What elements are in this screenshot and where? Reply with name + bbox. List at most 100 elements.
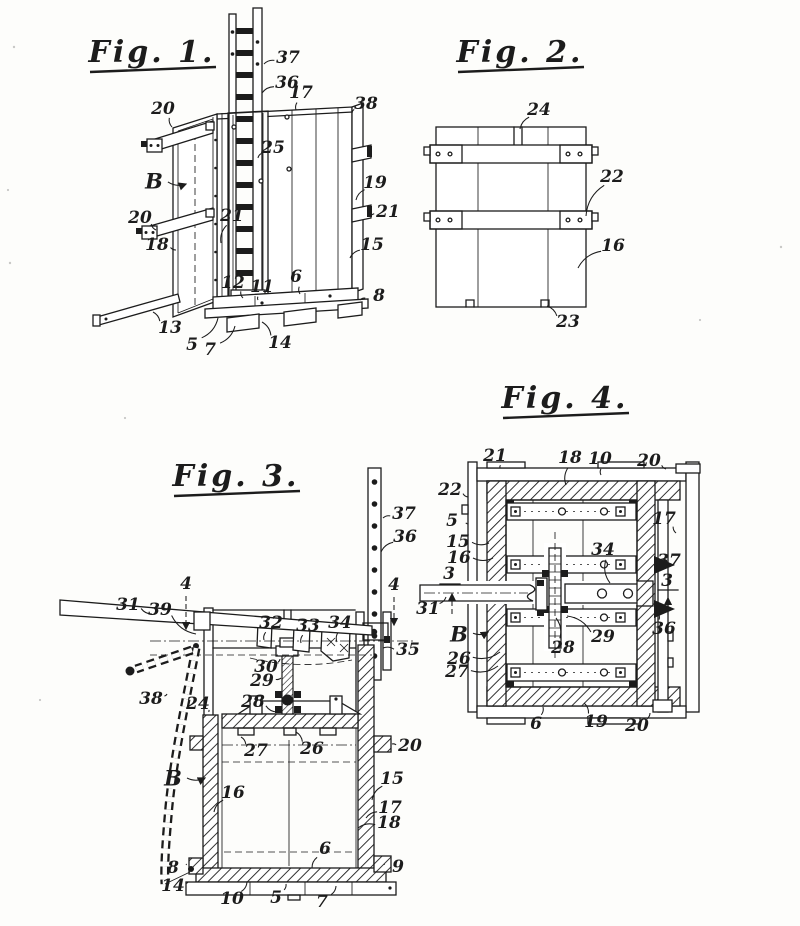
leader-line: [566, 615, 592, 633]
leader-line: [167, 181, 188, 191]
ref-numeral-20: 20: [150, 99, 175, 119]
ref-numeral-34: 34: [591, 540, 615, 560]
leader-line: [213, 799, 224, 813]
fig1-right-lugs: [351, 144, 372, 223]
leader-line: [439, 596, 447, 604]
fig2-side-panel: [423, 126, 599, 308]
ref-numeral-21: 21: [375, 202, 400, 222]
ref-numeral-28: 28: [550, 638, 575, 658]
ref-numeral-33: 33: [296, 616, 320, 636]
ref-numeral-14: 14: [268, 333, 292, 353]
figure-title: Fig. 4.: [501, 381, 629, 416]
ref-numeral-5: 5: [446, 511, 458, 531]
leader-line: [201, 317, 219, 339]
leader-line: [546, 305, 558, 317]
ref-numeral-17: 17: [652, 509, 676, 529]
ref-numeral-3: 3: [443, 564, 455, 584]
leader-line: [330, 885, 337, 895]
ref-numeral-31: 31: [116, 595, 140, 615]
leader-line: [152, 311, 161, 322]
ref-numeral-27: 27: [444, 662, 469, 682]
ref-numeral-22: 22: [599, 167, 624, 187]
leader-line: [300, 634, 304, 644]
leader-line: [263, 59, 275, 65]
ref-numeral-37: 37: [276, 48, 300, 68]
ref-numeral-18: 18: [558, 448, 582, 468]
ref-numeral-14: 14: [161, 876, 185, 896]
ref-numeral-10: 10: [220, 889, 244, 909]
leader-line: [540, 706, 544, 716]
leader-line: [298, 286, 301, 295]
leader-line: [349, 249, 361, 259]
leader-line: [220, 224, 228, 244]
leader-line: [351, 108, 355, 114]
leader-line: [240, 736, 247, 745]
ref-numeral-17: 17: [378, 798, 402, 818]
leader-line: [391, 743, 397, 746]
fig3-screw: [275, 637, 301, 715]
ref-numeral-35: 35: [396, 640, 420, 660]
ref-numeral-10: 10: [588, 449, 612, 469]
leader-line: [219, 325, 236, 344]
ref-numeral-31: 31: [416, 599, 440, 619]
leader-line: [365, 811, 378, 819]
leader-line: [471, 541, 490, 546]
ref-numeral-6: 6: [530, 714, 542, 734]
leader-line: [240, 291, 244, 299]
leader-line: [261, 86, 275, 94]
figure-title-underline: [457, 65, 585, 74]
leader-line: [655, 564, 658, 567]
leader-line: [295, 102, 298, 111]
ref-numeral-30: 30: [254, 657, 278, 677]
leader-line: [472, 651, 501, 660]
ref-numeral-20: 20: [624, 716, 649, 736]
ref-numeral-6: 6: [290, 267, 302, 287]
ref-numeral-24: 24: [526, 100, 551, 120]
leader-line: [357, 823, 376, 829]
ref-numeral-26: 26: [446, 649, 471, 669]
leader-line: [355, 189, 365, 201]
figure-title-underline: [173, 489, 301, 498]
leader-line: [499, 464, 501, 469]
ref-numeral-21: 21: [219, 206, 244, 226]
paper-specks: [6, 45, 783, 702]
ref-numeral-36: 36: [652, 619, 676, 639]
ref-numeral-5: 5: [186, 335, 198, 355]
leader-line: [672, 526, 677, 534]
ref-numeral-28: 28: [240, 692, 265, 712]
leader-line: [472, 631, 490, 640]
ref-numeral-5: 5: [270, 888, 282, 908]
ref-numeral-32: 32: [259, 613, 283, 633]
leader-line: [577, 250, 602, 269]
leader-line: [555, 617, 562, 639]
ref-numeral-15: 15: [380, 769, 404, 789]
ref-numeral-20: 20: [397, 736, 422, 756]
ref-numeral-16: 16: [221, 783, 245, 803]
fig3-chain: [125, 643, 201, 885]
leader-line: [277, 658, 281, 663]
leader-line: [275, 677, 282, 681]
leader-line: [661, 465, 667, 470]
leader-line: [657, 612, 660, 620]
ref-letter-B: B: [144, 169, 163, 194]
leader-line: [265, 705, 278, 713]
ref-numeral-36: 36: [275, 73, 299, 93]
leader-line: [164, 693, 168, 697]
leader-line: [472, 557, 494, 562]
leader-line: [583, 702, 590, 714]
leader-line: [382, 515, 391, 519]
ref-numeral-16: 16: [447, 548, 471, 568]
leader-line: [599, 468, 602, 476]
leader-line: [171, 615, 197, 635]
ref-numeral-7: 7: [204, 340, 216, 360]
fig4-right-rack: [652, 499, 675, 713]
leader-line: [465, 522, 469, 525]
leader-line: [371, 785, 383, 801]
ref-numeral-6: 6: [319, 839, 331, 859]
ref-numeral-15: 15: [360, 235, 384, 255]
